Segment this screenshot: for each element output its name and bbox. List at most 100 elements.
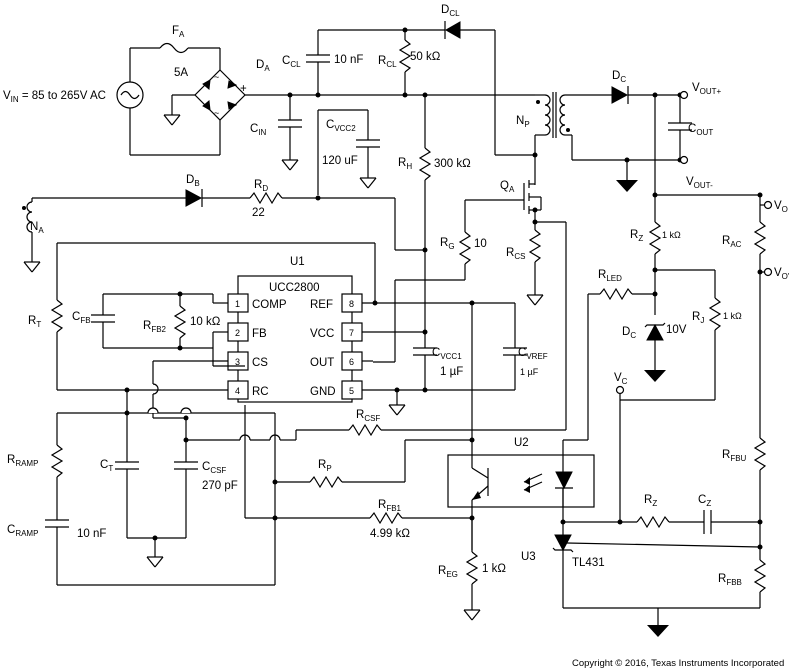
rramp-label: RRAMP bbox=[7, 454, 38, 468]
zener-dc bbox=[644, 322, 666, 382]
transformer-secondary bbox=[559, 94, 612, 160]
svg-text:~: ~ bbox=[214, 108, 219, 118]
rg-label: RG bbox=[440, 237, 455, 251]
rz-bot-label: RZ bbox=[644, 494, 657, 508]
cvref-value: 1 µF bbox=[520, 367, 539, 377]
resistor-rac bbox=[753, 221, 767, 438]
resistor-rcsf bbox=[185, 418, 382, 441]
vout-minus-terminal bbox=[679, 155, 689, 165]
transformer-primary-np bbox=[534, 94, 551, 150]
resistor-rt bbox=[50, 243, 228, 391]
u3-part: TL431 bbox=[572, 557, 605, 569]
vc-label: VC bbox=[614, 372, 628, 386]
rg-value: 10 bbox=[474, 238, 487, 250]
cz-label: CZ bbox=[698, 494, 711, 508]
pin-gnd: GND bbox=[310, 386, 336, 398]
reg-label: REG bbox=[438, 565, 458, 579]
resistor-rfb1 bbox=[369, 511, 472, 525]
capacitor-cvcc1 bbox=[413, 332, 437, 390]
rd-value: 22 bbox=[252, 207, 265, 219]
pin-ref: REF bbox=[310, 299, 333, 311]
cvcc2-label: CVCC2 bbox=[326, 119, 356, 133]
ccl-value: 10 nF bbox=[334, 54, 363, 66]
compensation-rz-cz bbox=[563, 510, 760, 534]
fuse-fa bbox=[130, 42, 221, 70]
resistor-rcs bbox=[526, 229, 544, 306]
input-voltage-label: VIN = 85 to 265V AC bbox=[3, 90, 106, 104]
svg-text:-: - bbox=[189, 89, 193, 101]
rfb2-label: RFB2 bbox=[143, 320, 167, 334]
diode-dc-output bbox=[611, 86, 680, 104]
rcs-label: RCS bbox=[506, 247, 525, 261]
optocoupler-u2 bbox=[447, 440, 595, 550]
pin-vcc: VCC bbox=[310, 328, 334, 340]
svg-text:8: 8 bbox=[349, 299, 354, 309]
ground-symbol bbox=[163, 114, 181, 126]
na-label: NA bbox=[30, 221, 44, 235]
resistor-rp bbox=[275, 439, 472, 489]
cvcc1-value: 1 µF bbox=[440, 366, 463, 378]
shunt-regulator-tl431 bbox=[552, 488, 761, 560]
resistor-rfbu bbox=[753, 437, 767, 560]
ccsf-value: 270 pF bbox=[202, 480, 238, 492]
svg-text:2: 2 bbox=[235, 328, 240, 338]
dcl-label: DCL bbox=[441, 4, 460, 18]
ccsf-label: CCSF bbox=[202, 461, 226, 475]
ground-secondary-bottom bbox=[647, 608, 669, 637]
pin-out: OUT bbox=[310, 357, 334, 369]
ground-timing bbox=[146, 538, 164, 568]
resistor-rled bbox=[563, 287, 655, 441]
vo-prime-terminal bbox=[763, 267, 773, 277]
cvcc1-label: CVCC1 bbox=[432, 347, 462, 361]
vout-plus-label: VOUT+ bbox=[692, 82, 722, 96]
rfbu-label: RFBU bbox=[722, 449, 747, 463]
dc-zener-value: 10V bbox=[666, 324, 687, 336]
rz-top-value: 1 kΩ bbox=[662, 230, 681, 240]
rac-label: RAC bbox=[722, 235, 742, 249]
cramp-label: CRAMP bbox=[7, 524, 38, 538]
rcl-label: RCL bbox=[378, 55, 397, 69]
rled-label: RLED bbox=[598, 269, 622, 283]
resistor-rh bbox=[418, 95, 432, 250]
ground-primary bbox=[388, 390, 406, 416]
fuse-label: FA bbox=[172, 25, 185, 39]
rh-value: 300 kΩ bbox=[434, 158, 471, 170]
rd-label: RD bbox=[254, 179, 268, 193]
cfb-label: CFB bbox=[72, 311, 91, 325]
u2-label: U2 bbox=[514, 437, 529, 449]
svg-text:+: + bbox=[240, 83, 247, 95]
dc-output-label: DC bbox=[612, 70, 626, 84]
capacitor-cvcc2 bbox=[317, 109, 380, 195]
cin-label: CIN bbox=[250, 123, 267, 137]
clamp-network bbox=[306, 29, 445, 95]
cout-label: COUT bbox=[688, 123, 713, 137]
resistor-rz-top bbox=[648, 195, 662, 315]
reg-value: 1 kΩ bbox=[482, 563, 506, 575]
svg-text:3: 3 bbox=[235, 357, 240, 367]
rj-label: RJ bbox=[692, 311, 704, 325]
aux-winding-na bbox=[22, 197, 186, 273]
bridge-rectifier-da bbox=[130, 69, 290, 156]
np-label: NP bbox=[516, 115, 530, 129]
rfbb-label: RFBB bbox=[718, 573, 742, 587]
resistor-rg bbox=[373, 231, 472, 363]
dc-zener-label: DC bbox=[622, 326, 636, 340]
pin-fb: FB bbox=[252, 328, 267, 340]
ccl-label: CCL bbox=[282, 55, 301, 69]
rp-label: RP bbox=[318, 459, 332, 473]
cvref-label: CVREF bbox=[518, 347, 548, 361]
cvcc2-value: 120 uF bbox=[322, 155, 358, 167]
vc-terminal bbox=[615, 385, 625, 395]
ground-secondary bbox=[616, 160, 638, 192]
svg-text:4: 4 bbox=[235, 386, 240, 396]
capacitor-ccsf bbox=[174, 440, 198, 538]
pin-comp: COMP bbox=[252, 299, 287, 311]
vout-minus-label: VOUT- bbox=[686, 176, 713, 190]
capacitor-ct bbox=[115, 413, 186, 539]
vo-label: VO bbox=[774, 200, 788, 214]
diode-dcl bbox=[444, 21, 496, 155]
svg-text:1: 1 bbox=[235, 299, 240, 309]
rh-label: RH bbox=[398, 157, 412, 171]
u1-label: U1 bbox=[290, 256, 305, 268]
